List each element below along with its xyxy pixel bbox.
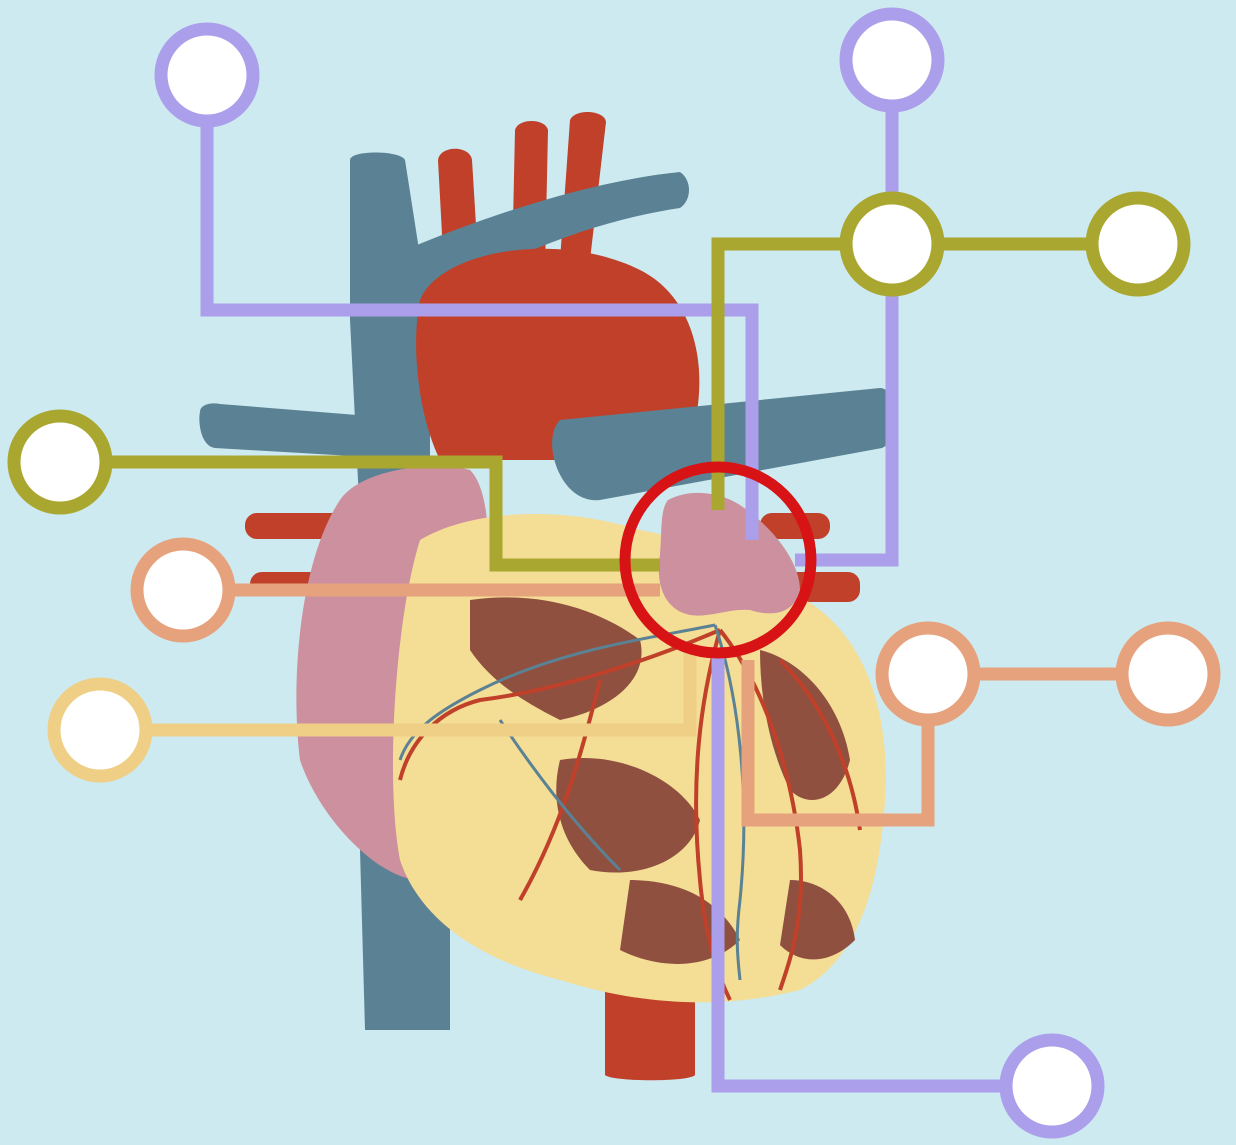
- callout-left-salmon[interactable]: [137, 544, 229, 636]
- callout-left-wheat[interactable]: [54, 684, 146, 776]
- callout-bottom-purple[interactable]: [1006, 1040, 1098, 1132]
- callout-far-right[interactable]: [1092, 198, 1184, 290]
- callout-right-salmon-b[interactable]: [1122, 628, 1214, 720]
- callout-left-olive[interactable]: [14, 416, 106, 508]
- callout-mid-hub[interactable]: [846, 198, 938, 290]
- callout-right-salmon-a[interactable]: [882, 628, 974, 720]
- callout-top-right[interactable]: [846, 14, 938, 106]
- callout-top-left[interactable]: [161, 29, 253, 121]
